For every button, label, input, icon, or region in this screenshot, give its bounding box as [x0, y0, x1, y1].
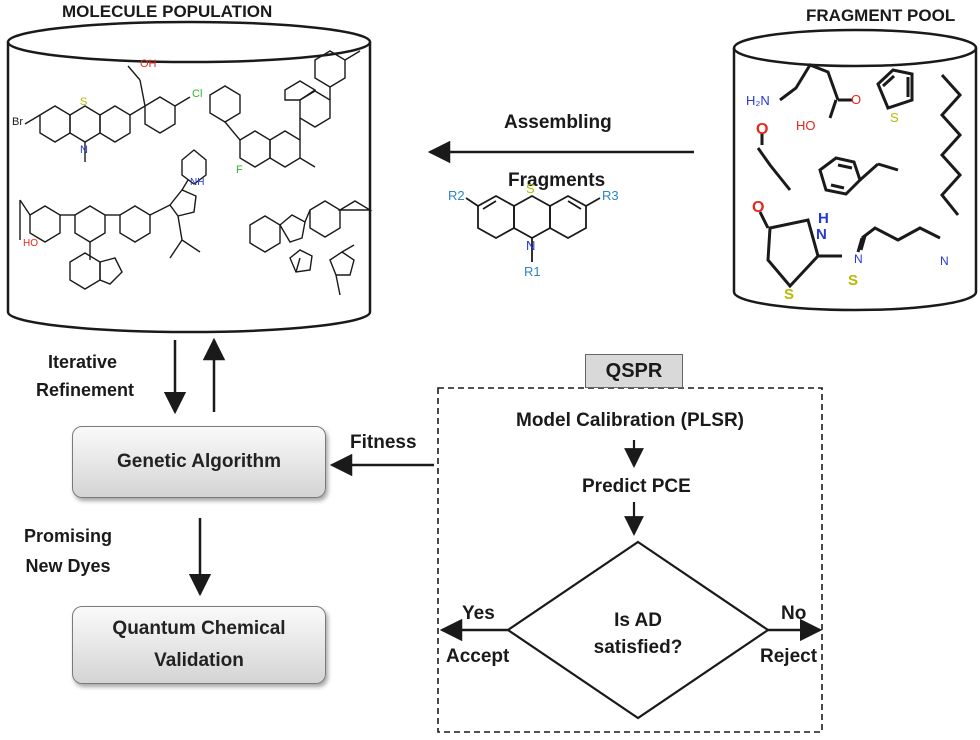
frag-label-ho: HO — [796, 118, 816, 133]
qspr-label: QSPR — [605, 359, 663, 382]
iterative-label: Iterative Refinement — [36, 352, 134, 401]
atom-label-s: S — [80, 96, 88, 108]
quantum-line-1: Quantum Chemical — [112, 618, 286, 640]
frag-label-h: H — [818, 210, 829, 227]
frag-label-n-nitrile-2: N — [940, 254, 949, 268]
scaffold-r2: R2 — [448, 188, 465, 203]
frag-label-o: O — [851, 92, 862, 107]
molecule-sketches — [19, 50, 373, 296]
quantum-validation-box: Quantum Chemical Validation — [72, 606, 326, 684]
fragment-pool-title: FRAGMENT POOL — [806, 6, 956, 25]
fitness-label: Fitness — [350, 432, 417, 453]
accept-label: Accept — [446, 646, 510, 667]
atom-label-br: Br — [12, 116, 23, 128]
atom-label-ho: HO — [23, 238, 38, 249]
model-calibration-label: Model Calibration (PLSR) — [516, 410, 744, 431]
frag-label-h2n: H₂N — [746, 93, 770, 108]
frag-label-n-ring: N — [816, 226, 827, 243]
decision-diamond — [506, 540, 770, 720]
fragments-label: Fragments — [508, 170, 606, 191]
iterative-line-1: Iterative — [48, 352, 118, 372]
quantum-line-2: Validation — [154, 650, 244, 671]
atom-label-oh: OH — [140, 58, 157, 70]
atom-label-f: F — [236, 164, 243, 176]
frag-label-o-aldehyde: O — [756, 121, 769, 138]
promising-line-1: Promising — [24, 526, 113, 546]
scaffold-s: S — [526, 181, 535, 196]
frag-label-o-thiazolidinone: O — [752, 199, 765, 216]
fragment-pool-cylinder — [732, 28, 978, 312]
atom-label-cl: Cl — [192, 88, 203, 100]
decision-text: Is AD satisfied? — [578, 610, 698, 660]
iterative-line-2: Refinement — [36, 379, 135, 400]
fragment-sketches — [756, 63, 963, 289]
frag-label-s-ring: S — [784, 286, 795, 303]
genetic-algorithm-box: Genetic Algorithm — [72, 426, 326, 498]
scaffold-structure — [465, 194, 601, 262]
atom-label-n: N — [80, 144, 88, 156]
qspr-box — [437, 387, 823, 733]
yes-label: Yes — [462, 603, 495, 624]
scaffold-r1: R1 — [524, 264, 541, 279]
promising-line-2: New Dyes — [25, 555, 111, 576]
promising-label: Promising New Dyes — [24, 526, 112, 577]
genetic-algorithm-label: Genetic Algorithm — [117, 451, 281, 473]
assembling-label: Assembling — [504, 112, 612, 133]
atom-label-nh: NH — [190, 177, 205, 188]
frag-label-n-nitrile-1: N — [854, 252, 863, 266]
molecule-population-title: MOLECULE POPULATION — [62, 2, 273, 21]
frag-label-s-thiophene: S — [890, 110, 899, 125]
scaffold-r3: R3 — [602, 188, 619, 203]
no-label: No — [781, 603, 807, 624]
decision-line-2: satisfied? — [593, 636, 683, 658]
decision-line-1: Is AD — [614, 610, 662, 631]
predict-pce-label: Predict PCE — [582, 476, 691, 497]
frag-label-s-thione: S — [848, 272, 859, 289]
reject-label: Reject — [760, 646, 818, 667]
qspr-tab: QSPR — [585, 354, 683, 388]
scaffold-n: N — [526, 238, 536, 253]
